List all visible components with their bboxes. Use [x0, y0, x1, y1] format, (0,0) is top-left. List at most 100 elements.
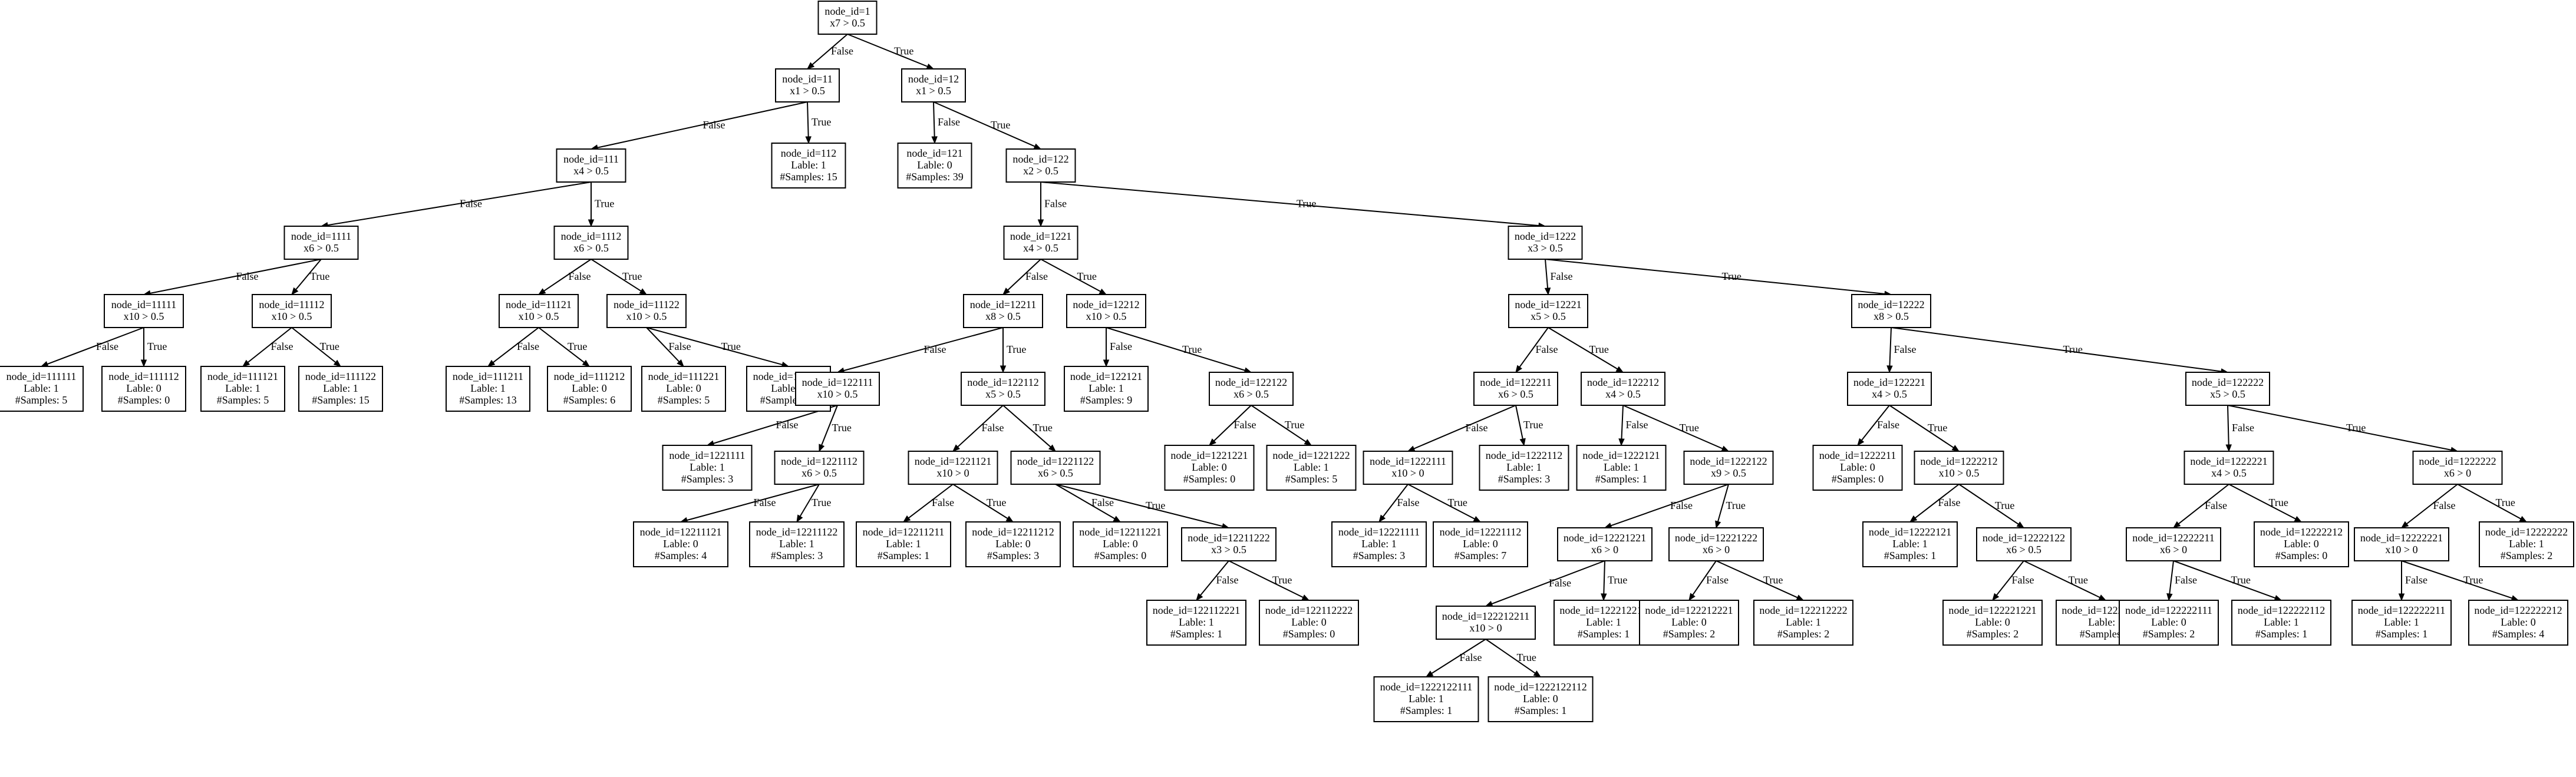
node-box	[1508, 226, 1583, 260]
tree-edge: False	[902, 484, 954, 523]
edge-label: False	[1110, 340, 1132, 352]
node-text-line: x4 > 0.5	[1023, 242, 1058, 254]
edge-label: False	[1466, 422, 1488, 434]
node-text-line: #Samples: 5	[658, 394, 710, 406]
node-text-line: node_id=121	[906, 147, 962, 159]
node-text-line: node_id=1221111	[669, 449, 745, 461]
node-text-line: #Samples: 1	[1595, 473, 1648, 485]
edge-line	[1692, 560, 1717, 596]
node-box	[961, 372, 1045, 406]
node-text-line: Lable: 1	[886, 538, 921, 550]
node-box	[1209, 372, 1294, 406]
arrowhead-icon	[796, 514, 803, 523]
arrowhead-icon	[2225, 444, 2232, 452]
node-box	[101, 366, 186, 412]
node-text-line: #Samples: 1	[1515, 705, 1567, 716]
node-text-line: Lable: 1	[1361, 538, 1396, 550]
arrowhead-icon	[2398, 593, 2405, 601]
edge-line	[799, 484, 820, 517]
edge-line	[843, 327, 1004, 372]
arrowhead-icon	[1037, 219, 1044, 227]
node-text-line: node_id=111212	[554, 371, 625, 382]
node-text-line: x4 > 0.5	[573, 165, 609, 177]
edge-label: True	[595, 198, 614, 210]
node-text-line: x1 > 0.5	[790, 85, 825, 97]
node-text-line: #Samples: 9	[1080, 394, 1133, 406]
arrowhead-icon	[952, 444, 961, 452]
arrowhead-icon	[931, 136, 938, 144]
arrowhead-icon	[1196, 593, 1203, 601]
arrowhead-icon	[1209, 438, 1216, 446]
arrowhead-icon	[1301, 594, 1310, 601]
node-text-line: Lable: 0	[666, 382, 701, 394]
edge-label: True	[1007, 343, 1026, 355]
arrowhead-icon	[1715, 520, 1721, 529]
node-text-line: Lable: 0	[572, 382, 606, 394]
edge-label: True	[1297, 198, 1316, 210]
node-box	[2254, 521, 2349, 567]
node-text-line: Lable: 1	[2509, 538, 2544, 550]
edge-label: False	[1216, 574, 1239, 586]
node-box	[499, 294, 579, 328]
node-box	[775, 68, 840, 103]
edge-label: False	[2405, 574, 2427, 586]
node-text-line: node_id=122121	[1070, 371, 1142, 382]
node-box	[2119, 600, 2219, 646]
node-text-line: Lable: 1	[470, 382, 505, 394]
node-text-line: Lable: 1	[1892, 538, 1927, 550]
tree-edge: True	[646, 327, 790, 368]
node-text-line: Lable: 0	[995, 538, 1030, 550]
edge-label: False	[938, 116, 960, 128]
node-text-line: #Samples: 13	[459, 394, 517, 406]
node-text-line: x4 > 0.5	[1872, 388, 1907, 400]
tree-edge: True	[140, 328, 167, 368]
node-text-line: node_id=1222122111	[1380, 681, 1473, 693]
node-text-line: node_id=12222122	[1983, 532, 2065, 544]
arrowhead-icon	[2172, 521, 2181, 528]
node-box	[2184, 451, 2274, 485]
node-text-line: #Samples: 1	[1578, 628, 1630, 640]
arrowhead-icon	[819, 444, 825, 452]
tree-edge: True	[1106, 327, 1252, 373]
node-text-line: node_id=111221	[648, 371, 720, 382]
node-text-line: Lable: 1	[323, 382, 358, 394]
tree-edge: True	[1601, 560, 1627, 601]
arrowhead-icon	[677, 359, 684, 367]
node-text-line: node_id=12221222	[1675, 532, 1757, 544]
node-text-line: x6 > 0.5	[1038, 467, 1073, 479]
edge-line	[1007, 259, 1041, 291]
node-text-line: #Samples: 6	[563, 394, 616, 406]
edge-label: False	[2433, 500, 2456, 511]
node-text-line: node_id=1221121	[915, 455, 991, 467]
edge-line	[1106, 327, 1245, 371]
node-text-line: #Samples: 0	[1094, 550, 1147, 561]
node-text-line: node_id=1222112	[1486, 449, 1562, 461]
node-box	[1976, 527, 2072, 561]
tree-edge: False	[1103, 328, 1132, 368]
tree-edge: False	[2225, 405, 2254, 452]
edge-label: True	[991, 119, 1010, 131]
edge-label: False	[1025, 270, 1048, 282]
edge-line	[1996, 560, 2024, 596]
tree-edge: False	[1407, 405, 1516, 452]
node-text-line: node_id=122212211	[1442, 610, 1529, 622]
tree-edge: True	[2227, 405, 2459, 453]
node-text-line: node_id=122222	[2192, 376, 2264, 388]
edge-line	[812, 34, 848, 65]
arrowhead-icon	[2016, 521, 2025, 528]
node-box	[856, 521, 951, 567]
tree-edge: False	[1909, 484, 1961, 523]
node-box	[1259, 600, 1359, 646]
edge-line	[2023, 560, 2100, 599]
node-text-line: #Samples: 15	[780, 171, 837, 183]
